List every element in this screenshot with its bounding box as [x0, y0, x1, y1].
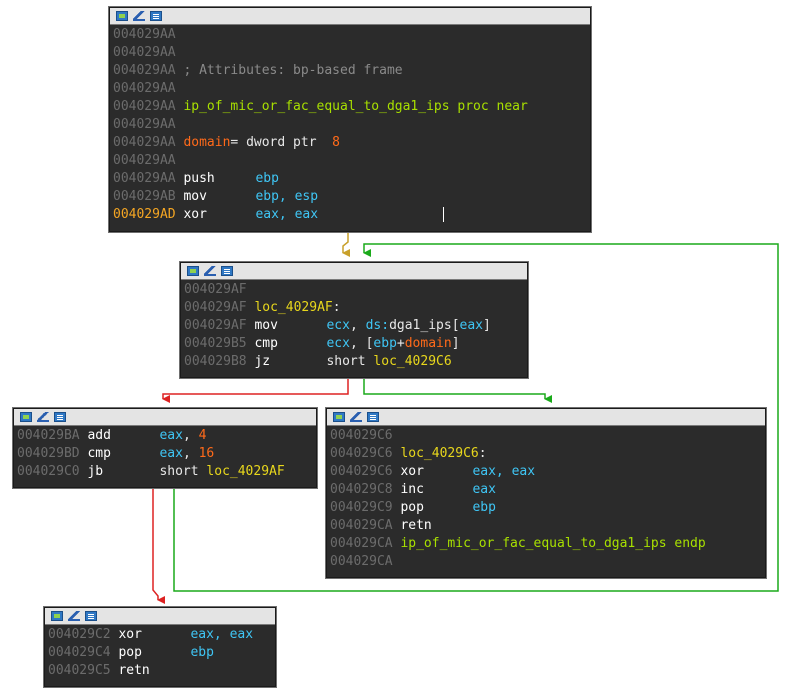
mnemonic: jz — [254, 354, 271, 369]
edge-entry-to-loop — [342, 231, 350, 257]
operand: ebp, esp — [255, 189, 319, 204]
function-name: ip_of_mic_or_fac_equal_to_dga1_ips — [183, 99, 450, 114]
operand: eax, eax — [255, 207, 319, 222]
node-titlebar — [327, 409, 765, 426]
mnemonic: mov — [254, 318, 278, 333]
code-line[interactable]: 004029C6 — [330, 428, 393, 443]
node-entry[interactable]: 004029AA 004029AA 004029AA ; Attributes:… — [109, 7, 591, 232]
text-view-icon[interactable] — [85, 611, 97, 621]
jump-target: loc_4029AF — [206, 464, 285, 479]
code-line[interactable]: 004029AA — [113, 45, 176, 60]
graph-view-icon[interactable] — [20, 412, 32, 422]
mnemonic: add — [87, 428, 111, 443]
edge-jb-fallthrough — [152, 487, 165, 604]
mnemonic: xor — [400, 464, 424, 479]
node-loc-4029c6[interactable]: 004029C6 004029C6 loc_4029C6: 004029C6 x… — [326, 408, 766, 578]
mnemonic: xor — [118, 627, 142, 642]
mnemonic: jb — [87, 464, 104, 479]
code-line[interactable]: 004029AF loc_4029AF: — [184, 300, 341, 315]
stack-variable: domain — [183, 135, 231, 150]
code-line[interactable]: 004029AA — [113, 81, 176, 96]
comment: ; Attributes: bp-based frame — [183, 63, 403, 78]
mnemonic: retn — [118, 663, 150, 678]
edit-icon[interactable] — [350, 412, 362, 422]
node-titlebar — [45, 608, 275, 625]
code-line[interactable]: 004029AA domain= dword ptr 8 — [113, 135, 340, 150]
code-line[interactable]: 004029CA retn — [330, 518, 432, 533]
code-line[interactable]: 004029AA — [113, 153, 176, 168]
mnemonic: retn — [400, 518, 432, 533]
node-loc-4029af[interactable]: 004029AF 004029AF loc_4029AF: 004029AF m… — [180, 262, 528, 378]
node-titlebar — [14, 409, 316, 426]
code-line[interactable]: 004029AA ip_of_mic_or_fac_equal_to_dga1_… — [113, 99, 528, 114]
operand: ebp — [255, 171, 279, 186]
mnemonic: inc — [400, 482, 424, 497]
code-line[interactable]: 004029AA — [113, 117, 176, 132]
code-line[interactable]: 004029AF — [184, 282, 247, 297]
mnemonic: pop — [400, 500, 424, 515]
text-cursor — [443, 207, 444, 222]
text-view-icon[interactable] — [150, 11, 162, 21]
code-line[interactable]: 004029C6 loc_4029C6: — [330, 446, 487, 461]
edit-icon[interactable] — [68, 611, 80, 621]
function-name: ip_of_mic_or_fac_equal_to_dga1_ips — [400, 536, 667, 551]
code-listing: 004029AF 004029AF loc_4029AF: 004029AF m… — [181, 280, 527, 371]
edit-icon[interactable] — [204, 266, 216, 276]
code-listing: 004029AA 004029AA 004029AA ; Attributes:… — [110, 25, 590, 224]
mnemonic: cmp — [87, 446, 111, 461]
jump-target: loc_4029C6 — [373, 354, 452, 369]
text-view-icon[interactable] — [367, 412, 379, 422]
mnemonic: pop — [118, 645, 142, 660]
text-view-icon[interactable] — [54, 412, 66, 422]
graph-view-icon[interactable] — [116, 11, 128, 21]
graph-view-icon[interactable] — [187, 266, 199, 276]
mnemonic: xor — [183, 207, 207, 222]
code-listing: 004029C6 004029C6 loc_4029C6: 004029C6 x… — [327, 426, 765, 571]
code-line[interactable]: 004029CA ip_of_mic_or_fac_equal_to_dga1_… — [330, 536, 706, 551]
graph-view-icon[interactable] — [51, 611, 63, 621]
location-label: loc_4029C6 — [400, 446, 479, 461]
code-line[interactable]: 004029C5 retn — [48, 663, 150, 678]
mnemonic: push — [183, 171, 215, 186]
code-line[interactable]: 004029CA — [330, 554, 393, 569]
mnemonic: mov — [183, 189, 207, 204]
code-line[interactable]: 004029AA ; Attributes: bp-based frame — [113, 63, 403, 78]
mnemonic: cmp — [254, 336, 278, 351]
stack-variable: domain — [404, 336, 452, 351]
node-titlebar — [181, 263, 527, 280]
edge-jz-fallthrough — [162, 377, 349, 403]
graph-view-icon[interactable] — [333, 412, 345, 422]
edge-jb-loop-back — [173, 243, 779, 592]
edit-icon[interactable] — [37, 412, 49, 422]
text-view-icon[interactable] — [221, 266, 233, 276]
node-titlebar — [110, 8, 590, 25]
edit-icon[interactable] — [133, 11, 145, 21]
code-line[interactable]: 004029AA — [113, 27, 176, 42]
location-label: loc_4029AF — [254, 300, 333, 315]
global-symbol: dga1_ips — [389, 318, 452, 333]
edge-jz-taken — [363, 377, 552, 403]
